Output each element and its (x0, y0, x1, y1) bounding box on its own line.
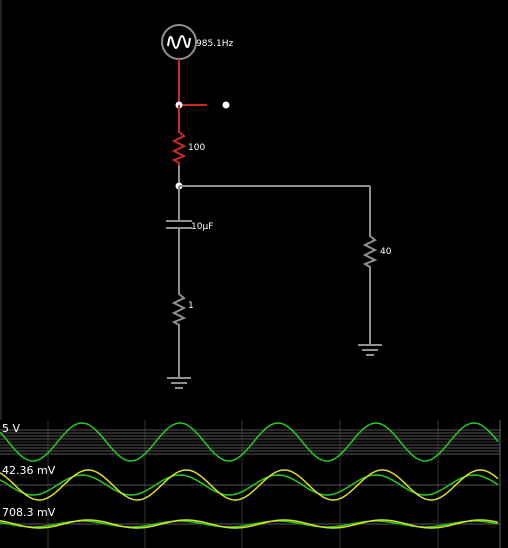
scope-1-grid (0, 420, 500, 464)
switch-terminal[interactable] (222, 101, 230, 109)
scope-2-label: 42.36 mV (2, 464, 56, 477)
resistor-100[interactable]: 100 (171, 128, 205, 166)
scope-1-trace (0, 422, 499, 462)
scope-3-trace-voltage (0, 519, 499, 529)
source-frequency-label: 985.1Hz (196, 39, 234, 49)
scope-1-label: 5 V (2, 422, 20, 435)
ac-voltage-source[interactable]: 985.1Hz (161, 24, 234, 60)
ground-left[interactable] (167, 377, 191, 389)
scope-3-label: 708.3 mV (2, 506, 56, 519)
circuit-canvas[interactable]: 985.1Hz 100 40 (0, 0, 508, 420)
resistor-40-label: 40 (380, 247, 392, 257)
oscilloscope-panel[interactable]: 5 V 42.36 mV (0, 420, 508, 548)
scope-2[interactable]: 42.36 mV (0, 464, 500, 506)
resistor-1[interactable]: 1 (171, 290, 194, 328)
capacitor-10uf[interactable]: 10µF (166, 220, 213, 232)
scope-2-trace-voltage (0, 469, 499, 501)
scope-3[interactable]: 708.3 mV (0, 506, 500, 548)
resistor-40[interactable]: 40 (362, 232, 392, 270)
sine-wave-icon (167, 35, 191, 49)
ground-right[interactable] (358, 344, 382, 356)
capacitor-label: 10µF (191, 222, 213, 232)
resistor-1-label: 1 (188, 301, 194, 311)
scope-1-mid-lines (0, 429, 500, 455)
resistor-100-label: 100 (188, 143, 205, 153)
scope-1[interactable]: 5 V (0, 420, 500, 464)
